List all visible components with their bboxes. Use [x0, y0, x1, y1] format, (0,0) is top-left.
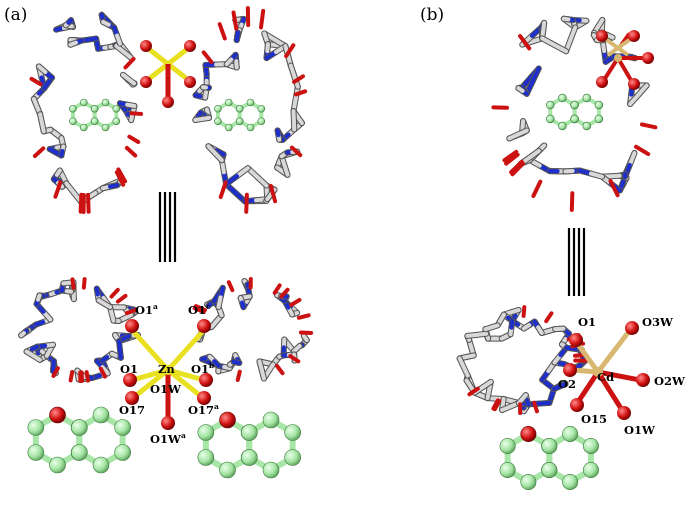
atom-label-o17: O17 [119, 403, 145, 417]
atom-label-b-o3w: O3W [642, 315, 674, 329]
panel-a-top-right-guest [214, 98, 266, 132]
atom-label-b-cd: Cd [597, 370, 614, 384]
atom-label-o1wa: O1Wa [150, 431, 186, 446]
atom-label-b-o2w: O2W [654, 374, 686, 388]
panel-a-bottom-left-guest [27, 406, 131, 474]
panel-a-bottom-right-guest [197, 411, 301, 479]
atom-label-zn: Zn [158, 362, 175, 376]
atom-label-o1c: O1c [188, 302, 211, 317]
panel-a-bottom-zinc-center [123, 319, 213, 430]
panel-label-a: (a) [4, 5, 27, 25]
panel-b-atom-labels: O1 O3W O2 Cd O2W O15 O1W [558, 315, 686, 437]
panel-b-bottom-guest [499, 426, 599, 490]
panel-a-top-left-guest [69, 98, 121, 132]
atom-label-b-o2: O2 [558, 377, 576, 391]
panel-a-equivalence-lines [158, 192, 177, 262]
panel-a-top-right-cage [192, 6, 308, 214]
panel-a-bottom-left-cage [18, 277, 141, 383]
panel-b-equivalence-lines [567, 228, 586, 296]
panel-b-top-cadmium-center [596, 30, 654, 90]
panel-b-top-guest [546, 93, 604, 131]
atom-label-o1a: O1a [135, 302, 158, 317]
atom-label-b-o1: O1 [578, 315, 596, 329]
atom-label-o1b: O1b [191, 361, 214, 376]
panel-a-top-left-cage [29, 11, 144, 214]
panel-a-top-zinc-center [140, 40, 196, 108]
atom-label-o1w: O1W [150, 382, 182, 396]
atom-label-b-o15: O15 [581, 412, 607, 426]
panel-label-b: (b) [420, 5, 444, 25]
panel-b-bottom-cage [456, 305, 589, 416]
atom-label-b-o1w: O1W [624, 423, 656, 437]
panel-a-atom-labels: O1a O1c O1 Zn O1b O1W O17 O17a O1Wa [119, 302, 219, 446]
atom-label-o1: O1 [120, 362, 138, 376]
panel-b-bottom-cadmium-center [563, 321, 650, 420]
atom-label-o17a: O17a [188, 402, 219, 417]
